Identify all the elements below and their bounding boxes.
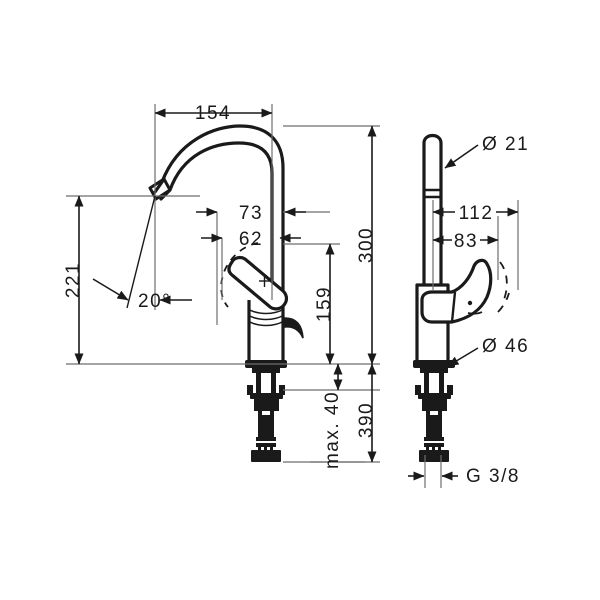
dim-label-73: 73 [239, 203, 263, 224]
dimension-offset-62: 62 [201, 229, 301, 250]
dimension-swivel-angle: 20° [92, 195, 192, 312]
dim-label-221: 221 [63, 262, 84, 298]
front-view-swivel-envelope [220, 242, 259, 308]
side-view-handle [420, 258, 493, 324]
front-view-side-lever [284, 317, 304, 339]
dimension-total-height: 300 [356, 125, 377, 365]
dim-label-390: 390 [356, 402, 377, 438]
dim-label-154: 154 [195, 103, 231, 124]
dim-label-20deg: 20° [138, 291, 171, 312]
dim-label-max40: max. 40 [322, 391, 343, 469]
dim-label-g38: G 3/8 [466, 466, 520, 487]
dimension-side-112: 112 [432, 203, 519, 224]
dimension-thread: G 3/8 [408, 466, 520, 487]
front-view-faucet [148, 124, 285, 302]
dim-label-159: 159 [314, 286, 335, 322]
dimension-spout-reach: 154 [154, 103, 273, 124]
dim-label-d21: Ø 21 [482, 134, 529, 155]
dimension-max-deck: max. 40 [310, 363, 365, 469]
dim-label-112: 112 [459, 203, 494, 224]
side-view-swing-arc [497, 261, 510, 313]
dim-label-62: 62 [239, 229, 263, 250]
dimension-spout-height: 221 [63, 195, 84, 365]
front-view-shank [247, 373, 285, 462]
side-view-deck-flange [413, 360, 455, 373]
dim-label-300: 300 [356, 227, 377, 263]
dim-label-d46: Ø 46 [482, 336, 529, 357]
side-view-shank [415, 373, 453, 462]
dimension-side-83: 83 [432, 231, 499, 252]
dim-label-83: 83 [454, 231, 478, 252]
callout-spout-diameter: Ø 21 [444, 134, 529, 169]
dimension-overall-height: 390 [356, 363, 377, 463]
front-view-collar [247, 308, 285, 327]
dimension-offset-73: 73 [196, 203, 306, 224]
callout-body-diameter: Ø 46 [447, 336, 529, 367]
front-view-column [247, 300, 285, 364]
dimension-handle-height: 159 [314, 243, 335, 365]
